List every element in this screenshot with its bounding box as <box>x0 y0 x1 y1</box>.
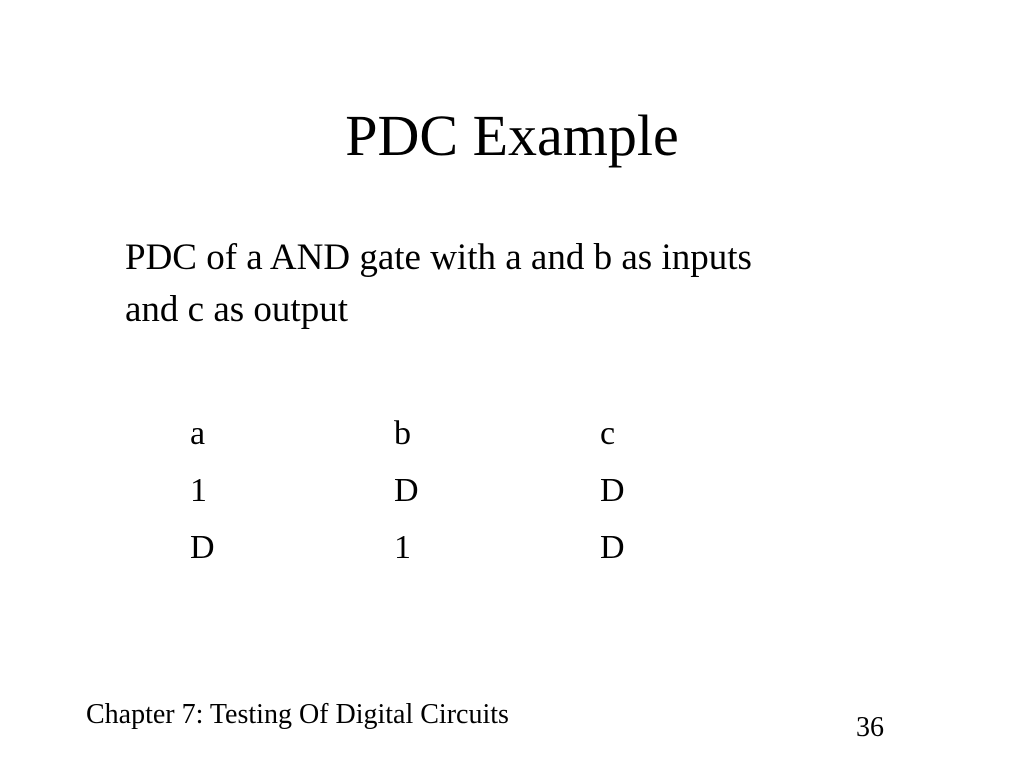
pdc-table: a b c 1 D D D 1 D <box>190 405 680 576</box>
table-cell: D <box>190 528 215 566</box>
slide-body-text: PDC of a AND gate with a and b as inputs… <box>125 232 945 336</box>
body-line-1: PDC of a AND gate with a and b as inputs <box>125 237 752 278</box>
table-cell: 1 <box>394 528 411 566</box>
table-cell: D <box>394 471 419 509</box>
table-header-c: c <box>600 414 616 452</box>
table-row: D 1 D <box>190 519 680 576</box>
table-header-row: a b c <box>190 405 680 462</box>
table-row: 1 D D <box>190 462 680 519</box>
table-cell: D <box>600 471 625 509</box>
page-number: 36 <box>856 712 884 743</box>
table-header-b: b <box>394 414 411 452</box>
table-header-a: a <box>190 414 206 452</box>
table-cell: 1 <box>190 471 207 509</box>
slide-title: PDC Example <box>345 103 679 168</box>
table-cell: D <box>600 528 625 566</box>
body-line-2: and c as output <box>125 289 348 330</box>
footer-chapter: Chapter 7: Testing Of Digital Circuits <box>86 699 509 730</box>
